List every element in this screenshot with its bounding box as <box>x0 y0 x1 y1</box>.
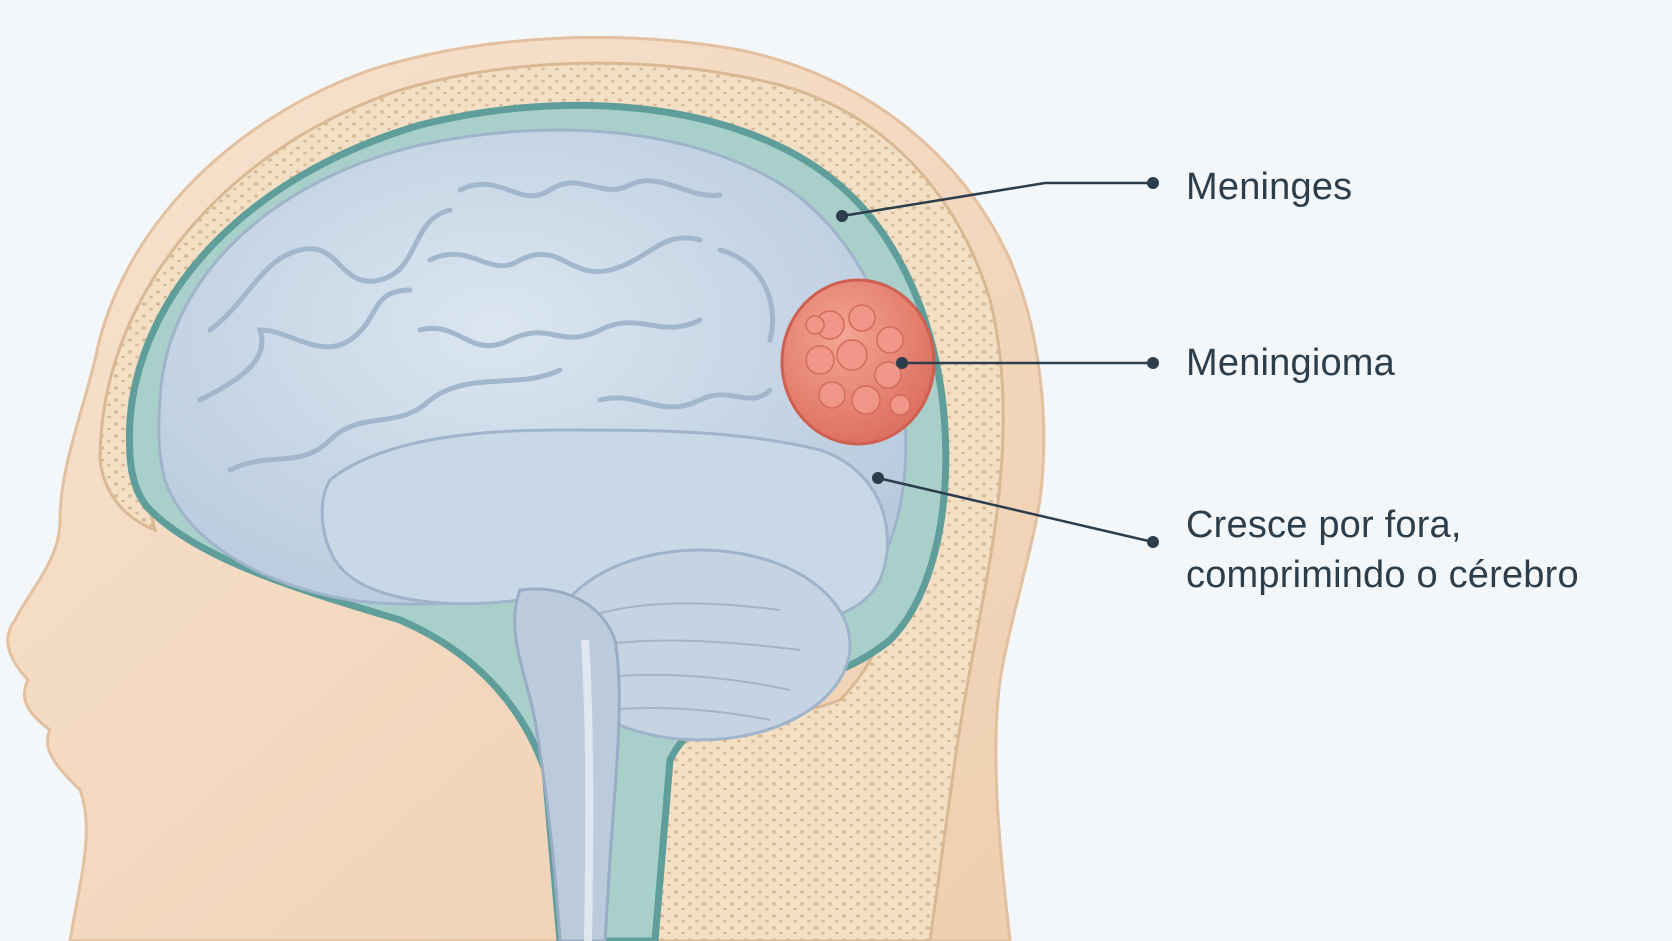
grows-label-dot <box>1147 536 1159 548</box>
meningioma-tumor <box>780 278 936 446</box>
brainstem <box>513 587 621 941</box>
meninges-anchor-dot <box>836 210 848 222</box>
growth-description-line-1: Cresce por fora, <box>1186 504 1462 546</box>
meningioma-anchor-dot <box>896 357 908 369</box>
leader-line-meninges <box>841 181 1153 218</box>
meningioma-label: Meningioma <box>1186 342 1395 384</box>
grows-anchor-dot <box>872 472 884 484</box>
meningioma-label-dot <box>1147 357 1159 369</box>
spinal-canal <box>581 639 594 941</box>
meninges-label: Meninges <box>1186 166 1353 208</box>
leader-lines <box>841 181 1154 544</box>
growth-description-label: Cresce por fora, comprimindo o cérebro <box>1186 500 1579 600</box>
leader-line-grows <box>877 476 1154 544</box>
growth-description-line-2: comprimindo o cérebro <box>1186 554 1579 596</box>
leader-dots <box>836 177 1159 548</box>
meninges-label-dot <box>1147 177 1159 189</box>
